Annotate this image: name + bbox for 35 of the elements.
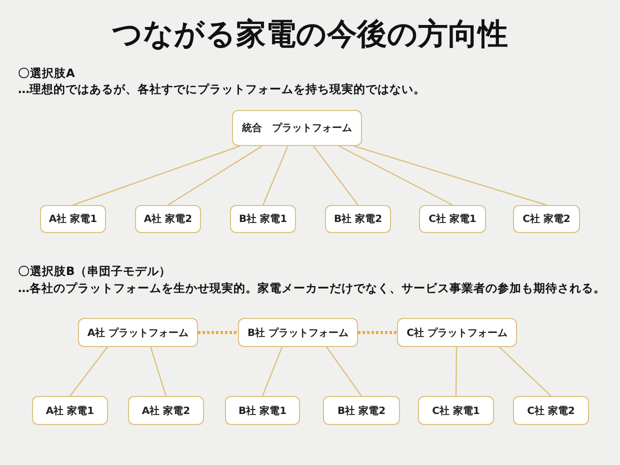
platform-box: C社 プラットフォーム xyxy=(397,318,517,347)
platform-box: 統合 プラットフォーム xyxy=(232,110,362,146)
appliance-box: B社 家電1 xyxy=(230,205,296,233)
connector-line xyxy=(72,145,240,206)
platform-box: B社 プラットフォーム xyxy=(238,318,358,347)
appliance-box: A社 家電1 xyxy=(32,396,108,425)
dotted-connector xyxy=(358,331,397,334)
appliance-box: C社 家電1 xyxy=(419,205,486,233)
connector-line xyxy=(262,346,283,396)
connector-line xyxy=(313,146,358,206)
connector-line xyxy=(150,346,167,396)
appliance-box: A社 家電2 xyxy=(128,396,204,425)
description-text: …各社のプラットフォームを生かせ現実的。家電メーカーだけでなく、サービス事業者の参加も期待される。 xyxy=(18,281,606,296)
appliance-box: B社 家電2 xyxy=(325,205,391,233)
appliance-box: A社 家電2 xyxy=(135,205,201,233)
connector-line xyxy=(70,346,108,396)
appliance-box: C社 家電2 xyxy=(513,396,589,425)
connector-line xyxy=(354,145,547,206)
connector-line xyxy=(326,346,362,396)
dotted-connector xyxy=(198,331,238,334)
title: つながる家電の今後の方向性 xyxy=(111,16,509,54)
appliance-box: B社 家電2 xyxy=(323,396,400,425)
connector-line xyxy=(168,146,262,206)
connector-line xyxy=(338,145,453,206)
connector-line xyxy=(455,347,458,396)
description-text: …理想的ではあるが、各社すでにプラットフォームを持ち現実的ではない。 xyxy=(18,82,426,97)
appliance-box: C社 家電1 xyxy=(418,396,494,425)
section-heading: 〇選択肢A xyxy=(18,66,75,81)
appliance-box: C社 家電2 xyxy=(513,205,580,233)
connector-line xyxy=(262,146,288,206)
section-heading: 〇選択肢B（串団子モデル） xyxy=(18,264,171,279)
connector-line xyxy=(498,346,552,396)
appliance-box: B社 家電1 xyxy=(225,396,300,425)
appliance-box: A社 家電1 xyxy=(40,205,106,233)
platform-box: A社 プラットフォーム xyxy=(78,318,198,347)
